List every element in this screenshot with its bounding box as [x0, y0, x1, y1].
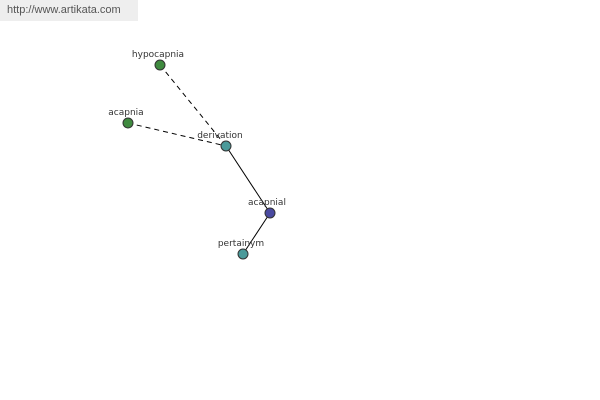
site-url-link[interactable]: http://www.artikata.com	[0, 0, 138, 21]
node-marker-acapnial[interactable]	[264, 207, 276, 219]
node-pertainym[interactable]: pertainym	[218, 239, 264, 260]
node-label-derivation: derivation	[197, 131, 243, 141]
node-acapnia[interactable]: acapnia	[108, 108, 144, 129]
node-marker-hypocapnia[interactable]	[154, 59, 166, 71]
edge-derivation-acapnial	[225, 145, 271, 214]
edge-acapnial-pertainym	[242, 212, 271, 255]
node-hypocapnia[interactable]: hypocapnia	[132, 50, 184, 71]
edges-layer	[127, 64, 271, 255]
node-marker-derivation[interactable]	[220, 140, 232, 152]
node-label-hypocapnia: hypocapnia	[132, 50, 184, 60]
node-marker-acapnia[interactable]	[122, 117, 134, 129]
node-label-acapnia: acapnia	[108, 108, 143, 118]
node-label-acapnial: acapnial	[248, 198, 286, 208]
nodes-layer: hypocapnia acapnia derivation acapnial perta…	[108, 50, 286, 260]
node-acapnial[interactable]: acapnial	[248, 198, 286, 219]
edge-acapnia-derivation	[127, 122, 227, 147]
node-label-pertainym: pertainym	[218, 239, 264, 249]
node-marker-pertainym[interactable]	[237, 248, 249, 260]
node-derivation[interactable]: derivation	[197, 131, 243, 152]
